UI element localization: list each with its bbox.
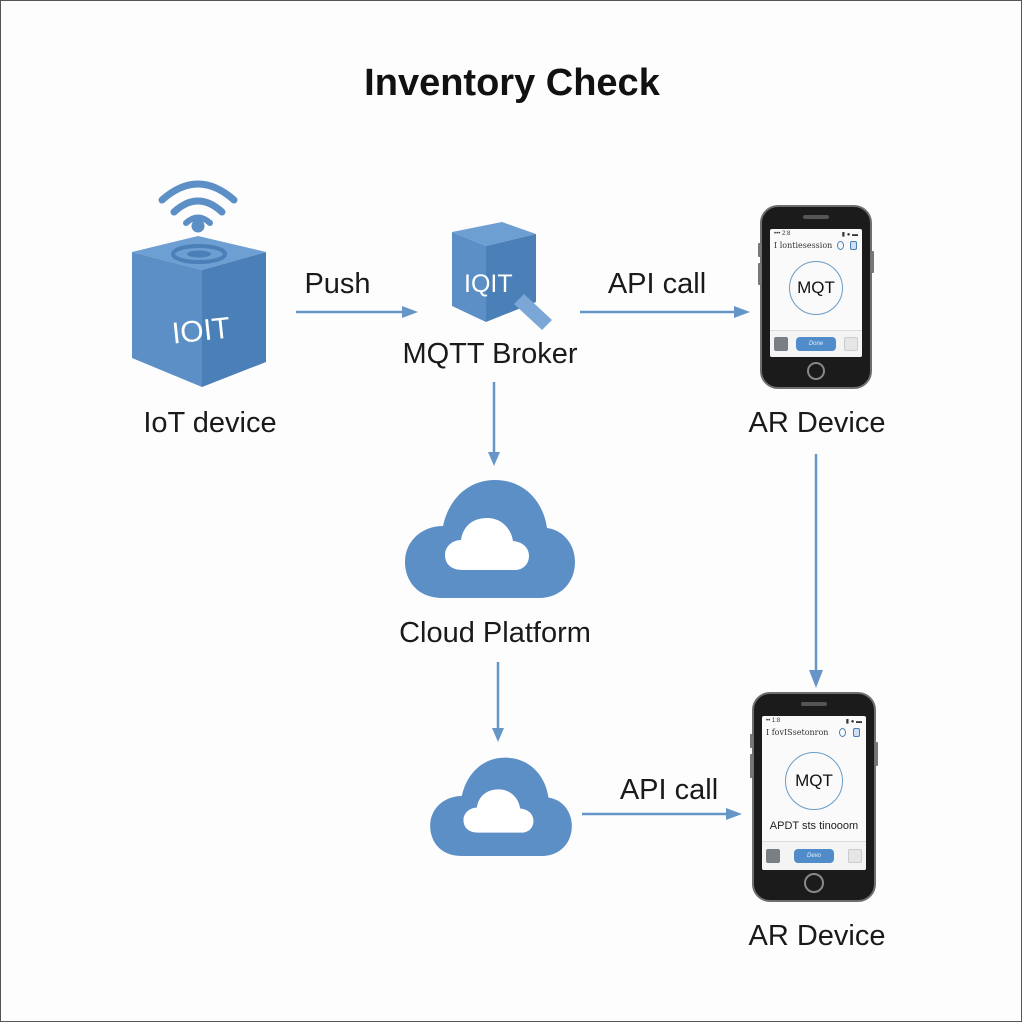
- edge-cloud-to-cloud: [492, 662, 504, 742]
- status-bar: ••• 2:8 ▮ ● ▬: [774, 231, 858, 238]
- edge-label-api-call-top: API call: [607, 268, 707, 300]
- arrow-right-icon: [582, 808, 742, 820]
- mqtt-status-ring: MQT: [789, 261, 843, 315]
- phone-screen: •• 1:8 ▮ ● ▬ I fovISsetonron MQT APDT st…: [762, 716, 866, 870]
- screen-subtext: APDT sts tinooom: [769, 820, 859, 832]
- arrow-right-icon: [296, 306, 418, 318]
- home-button[interactable]: [804, 873, 824, 893]
- edge-label-api-call-bottom: API call: [619, 774, 719, 806]
- phone-speaker: [801, 702, 827, 706]
- phone-speaker: [803, 215, 829, 219]
- bottom-toolbar: Done: [770, 330, 862, 357]
- mqtt-status-ring: MQT: [785, 752, 843, 810]
- gallery-button[interactable]: [844, 337, 858, 351]
- mqtt-broker-label: MQTT Broker: [402, 338, 578, 370]
- iot-cube-text: IOIT: [170, 312, 231, 351]
- cloud-icon: [430, 757, 572, 856]
- app-title: I lontiesession: [774, 241, 833, 250]
- arrow-right-icon: [580, 306, 750, 318]
- ar-device-top-label: AR Device: [748, 407, 886, 439]
- iot-cube-wifi-icon: IOIT: [132, 180, 266, 387]
- broker-cube-icon: IQIT: [452, 222, 552, 330]
- bottom-toolbar: Devo: [762, 841, 866, 870]
- status-bar: •• 1:8 ▮ ● ▬: [766, 718, 862, 725]
- clipboard-icon[interactable]: [853, 728, 860, 737]
- gallery-button[interactable]: [848, 849, 862, 863]
- home-button[interactable]: [807, 362, 825, 380]
- edge-ar-top-to-ar-bottom: [809, 454, 823, 688]
- cloud-icon: [405, 480, 575, 598]
- thumbnail-button[interactable]: [766, 849, 780, 863]
- clipboard-icon[interactable]: [850, 241, 857, 250]
- iot-device-label: IoT device: [143, 407, 277, 439]
- done-button[interactable]: Done: [796, 337, 836, 351]
- diagram-title: Inventory Check: [364, 62, 660, 104]
- edge-label-push: Push: [304, 268, 371, 300]
- phone-screen: ••• 2:8 ▮ ● ▬ I lontiesession MQT Done: [770, 229, 862, 357]
- broker-cube-text: IQIT: [464, 270, 513, 298]
- sync-icon[interactable]: [839, 728, 846, 737]
- smartphone-icon: ••• 2:8 ▮ ● ▬ I lontiesession MQT Done: [758, 205, 874, 389]
- app-title: I fovISsetonron: [766, 728, 829, 737]
- device-button[interactable]: Devo: [794, 849, 834, 863]
- edge-broker-to-cloud: [488, 382, 500, 466]
- sync-icon[interactable]: [837, 241, 844, 250]
- ar-device-bottom-label: AR Device: [748, 920, 886, 952]
- thumbnail-button[interactable]: [774, 337, 788, 351]
- smartphone-icon: •• 1:8 ▮ ● ▬ I fovISsetonron MQT APDT st…: [750, 692, 878, 902]
- cloud-platform-label: Cloud Platform: [399, 617, 591, 649]
